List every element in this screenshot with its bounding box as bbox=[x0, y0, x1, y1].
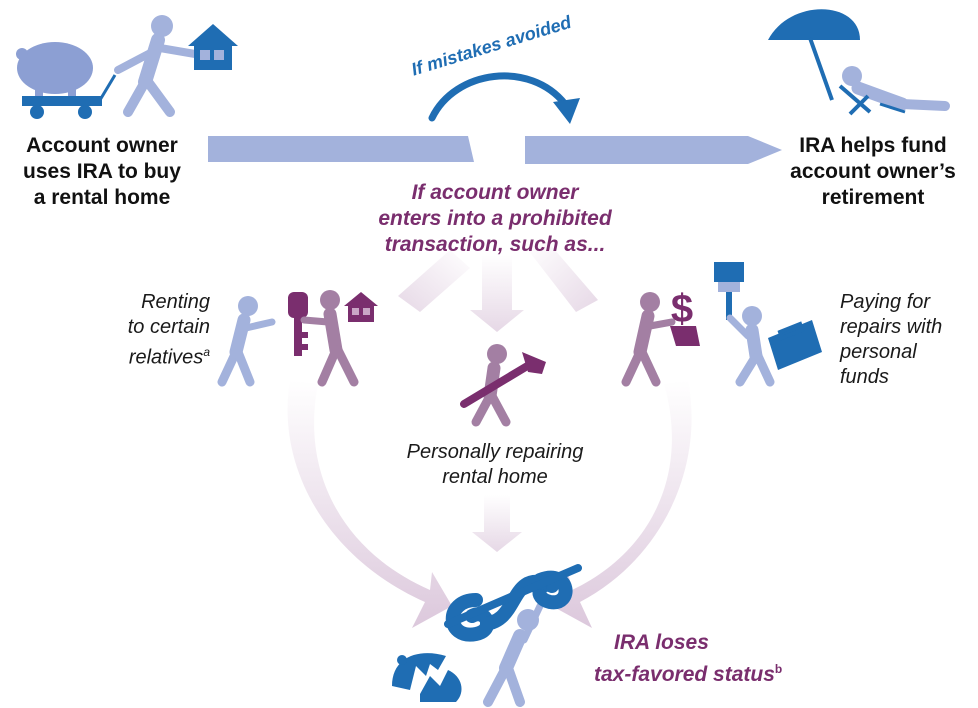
footnote-b: b bbox=[774, 662, 783, 676]
left-node-line-3: a rental home bbox=[33, 186, 171, 209]
repairing-line-1: Personally repairing bbox=[406, 441, 584, 463]
outcome-label: IRA loses tax-favored statusb bbox=[570, 630, 804, 688]
lounging-person-icon bbox=[838, 66, 950, 116]
mistakes-avoided-arrowhead bbox=[553, 98, 580, 124]
outcome-line-1: IRA loses bbox=[614, 631, 709, 654]
outcome-line-2: tax-favored statusb bbox=[594, 656, 804, 688]
landlord-person-icon bbox=[300, 290, 359, 387]
prohibited-intro-line-1: If account owner bbox=[411, 181, 579, 204]
beach-umbrella-icon bbox=[768, 9, 860, 101]
example-repairing-label: Personally repairing rental home bbox=[380, 440, 610, 490]
worker-person-icon bbox=[726, 306, 775, 387]
personal-funds-line-3: personal bbox=[840, 341, 917, 363]
right-node-line-2: account owner’s bbox=[790, 160, 956, 183]
right-node-line-3: retirement bbox=[821, 186, 925, 209]
relatives-text: relatives bbox=[128, 346, 204, 369]
tax-status-icon bbox=[444, 564, 582, 642]
hammer-icon bbox=[460, 352, 546, 408]
prohibited-intro-line-2: enters into a prohibited bbox=[378, 207, 612, 230]
relatives-line-2: to certain bbox=[127, 316, 210, 338]
spoke-left bbox=[398, 250, 470, 312]
toolbox-icon bbox=[768, 320, 822, 370]
relatives-line-1: Renting bbox=[141, 291, 210, 313]
repairing-line-2: rental home bbox=[442, 466, 548, 488]
flow-bar-left bbox=[208, 136, 474, 162]
personal-funds-line-1: Paying for bbox=[840, 291, 931, 313]
prohibited-intro-line-3: transaction, such as... bbox=[384, 233, 606, 256]
piggy-bank-in-wagon-icon bbox=[16, 42, 117, 119]
right-node-label: IRA helps fund account owner’s retiremen… bbox=[770, 133, 976, 211]
spoke-center bbox=[470, 255, 524, 332]
arrow-center-down bbox=[472, 495, 522, 552]
outcome-text: tax-favored status bbox=[594, 663, 775, 686]
hammer-person-icon bbox=[471, 344, 511, 427]
personal-funds-line-2: repairs with bbox=[840, 316, 943, 338]
arc-right bbox=[552, 380, 692, 628]
spoke-right bbox=[528, 242, 598, 312]
dollar-sign-icon: $ bbox=[670, 287, 700, 346]
mistakes-avoided-arrow bbox=[428, 72, 569, 122]
prohibited-intro-label: If account owner enters into a prohibite… bbox=[330, 180, 660, 258]
footnote-a: a bbox=[203, 345, 210, 359]
lifting-person-icon bbox=[483, 602, 544, 707]
svg-text:$: $ bbox=[671, 287, 693, 331]
broken-piggy-bank-icon bbox=[392, 653, 462, 702]
key-icon bbox=[288, 292, 308, 356]
example-personal-funds-label: Paying for repairs with personal funds bbox=[840, 290, 970, 390]
example-relatives-label: Renting to certain relativesa bbox=[112, 290, 210, 371]
left-node-line-2: uses IRA to buy bbox=[23, 160, 181, 183]
payer-person-icon bbox=[621, 292, 676, 387]
small-house-icon bbox=[344, 292, 378, 322]
paint-brush-icon bbox=[714, 262, 744, 320]
left-node-line-1: Account owner bbox=[26, 134, 178, 157]
flow-arrow-right bbox=[525, 136, 782, 164]
personal-funds-line-4: funds bbox=[840, 366, 889, 388]
house-icon bbox=[188, 24, 238, 70]
relatives-line-3: relativesa bbox=[112, 340, 210, 371]
left-node-label: Account owner uses IRA to buy a rental h… bbox=[2, 133, 202, 211]
relative-person-icon bbox=[217, 296, 276, 387]
right-node-line-1: IRA helps fund bbox=[799, 134, 947, 157]
arc-left bbox=[287, 380, 452, 628]
person-pulling-icon bbox=[114, 15, 199, 117]
